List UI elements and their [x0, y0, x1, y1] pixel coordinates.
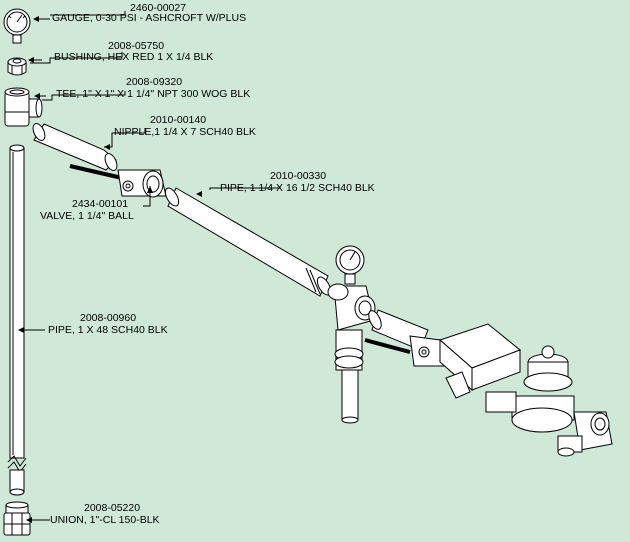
tee-part-number: 2008-09320	[126, 76, 183, 88]
regulator-icon	[485, 345, 575, 433]
gauge-part-number: 2460-00027	[130, 2, 187, 14]
valve-part-number: 2434-00101	[72, 198, 129, 210]
long-pipe-description: PIPE, 1 1/4 X 16 1/2 SCH40 BLK	[220, 182, 375, 194]
vertical-pipe-icon	[7, 144, 27, 496]
outlet-fitting-icon	[557, 411, 613, 457]
vertical-pipe-description: PIPE, 1 X 48 SCH40 BLK	[48, 324, 168, 336]
leader-arrows	[18, 16, 202, 523]
bushing-description: BUSHING, HEX RED 1 X 1/4 BLK	[54, 51, 214, 63]
long-pipe-icon	[164, 187, 332, 297]
union-part-number: 2008-05220	[84, 502, 141, 514]
leader-lines	[20, 11, 281, 521]
vertical-pipe-part-number: 2008-00960	[80, 312, 137, 324]
valve-description: VALVE, 1 1/4" BALL	[40, 210, 134, 222]
nipple-icon	[32, 123, 118, 171]
right-valve-icon	[364, 335, 447, 367]
center-gauge-icon	[335, 245, 365, 285]
tee-description: TEE, 1" X 1" X 1 1/4" NPT 300 WOG BLK	[56, 88, 251, 100]
ball-valve-icon	[69, 164, 167, 198]
solenoid-box-icon	[439, 323, 521, 399]
nipple-description: NIPPLE,1 1/4 X 7 SCH40 BLK	[114, 126, 256, 138]
nipple-part-number: 2010-00140	[150, 114, 207, 126]
bushing-part-number: 2008-05750	[108, 40, 165, 52]
center-drop-pipe-icon	[334, 329, 364, 424]
center-tee-icon	[327, 283, 376, 331]
long-pipe-part-number: 2010-00330	[270, 170, 327, 182]
union-description: UNION, 1"-CL 150-BLK	[50, 514, 160, 526]
gauge-description: GAUGE, 0-30 PSI - ASHCROFT W/PLUS	[52, 12, 247, 24]
union-icon	[3, 501, 31, 536]
bushing-icon	[7, 57, 27, 76]
tee-icon	[4, 87, 43, 127]
gauge-icon	[3, 8, 31, 44]
